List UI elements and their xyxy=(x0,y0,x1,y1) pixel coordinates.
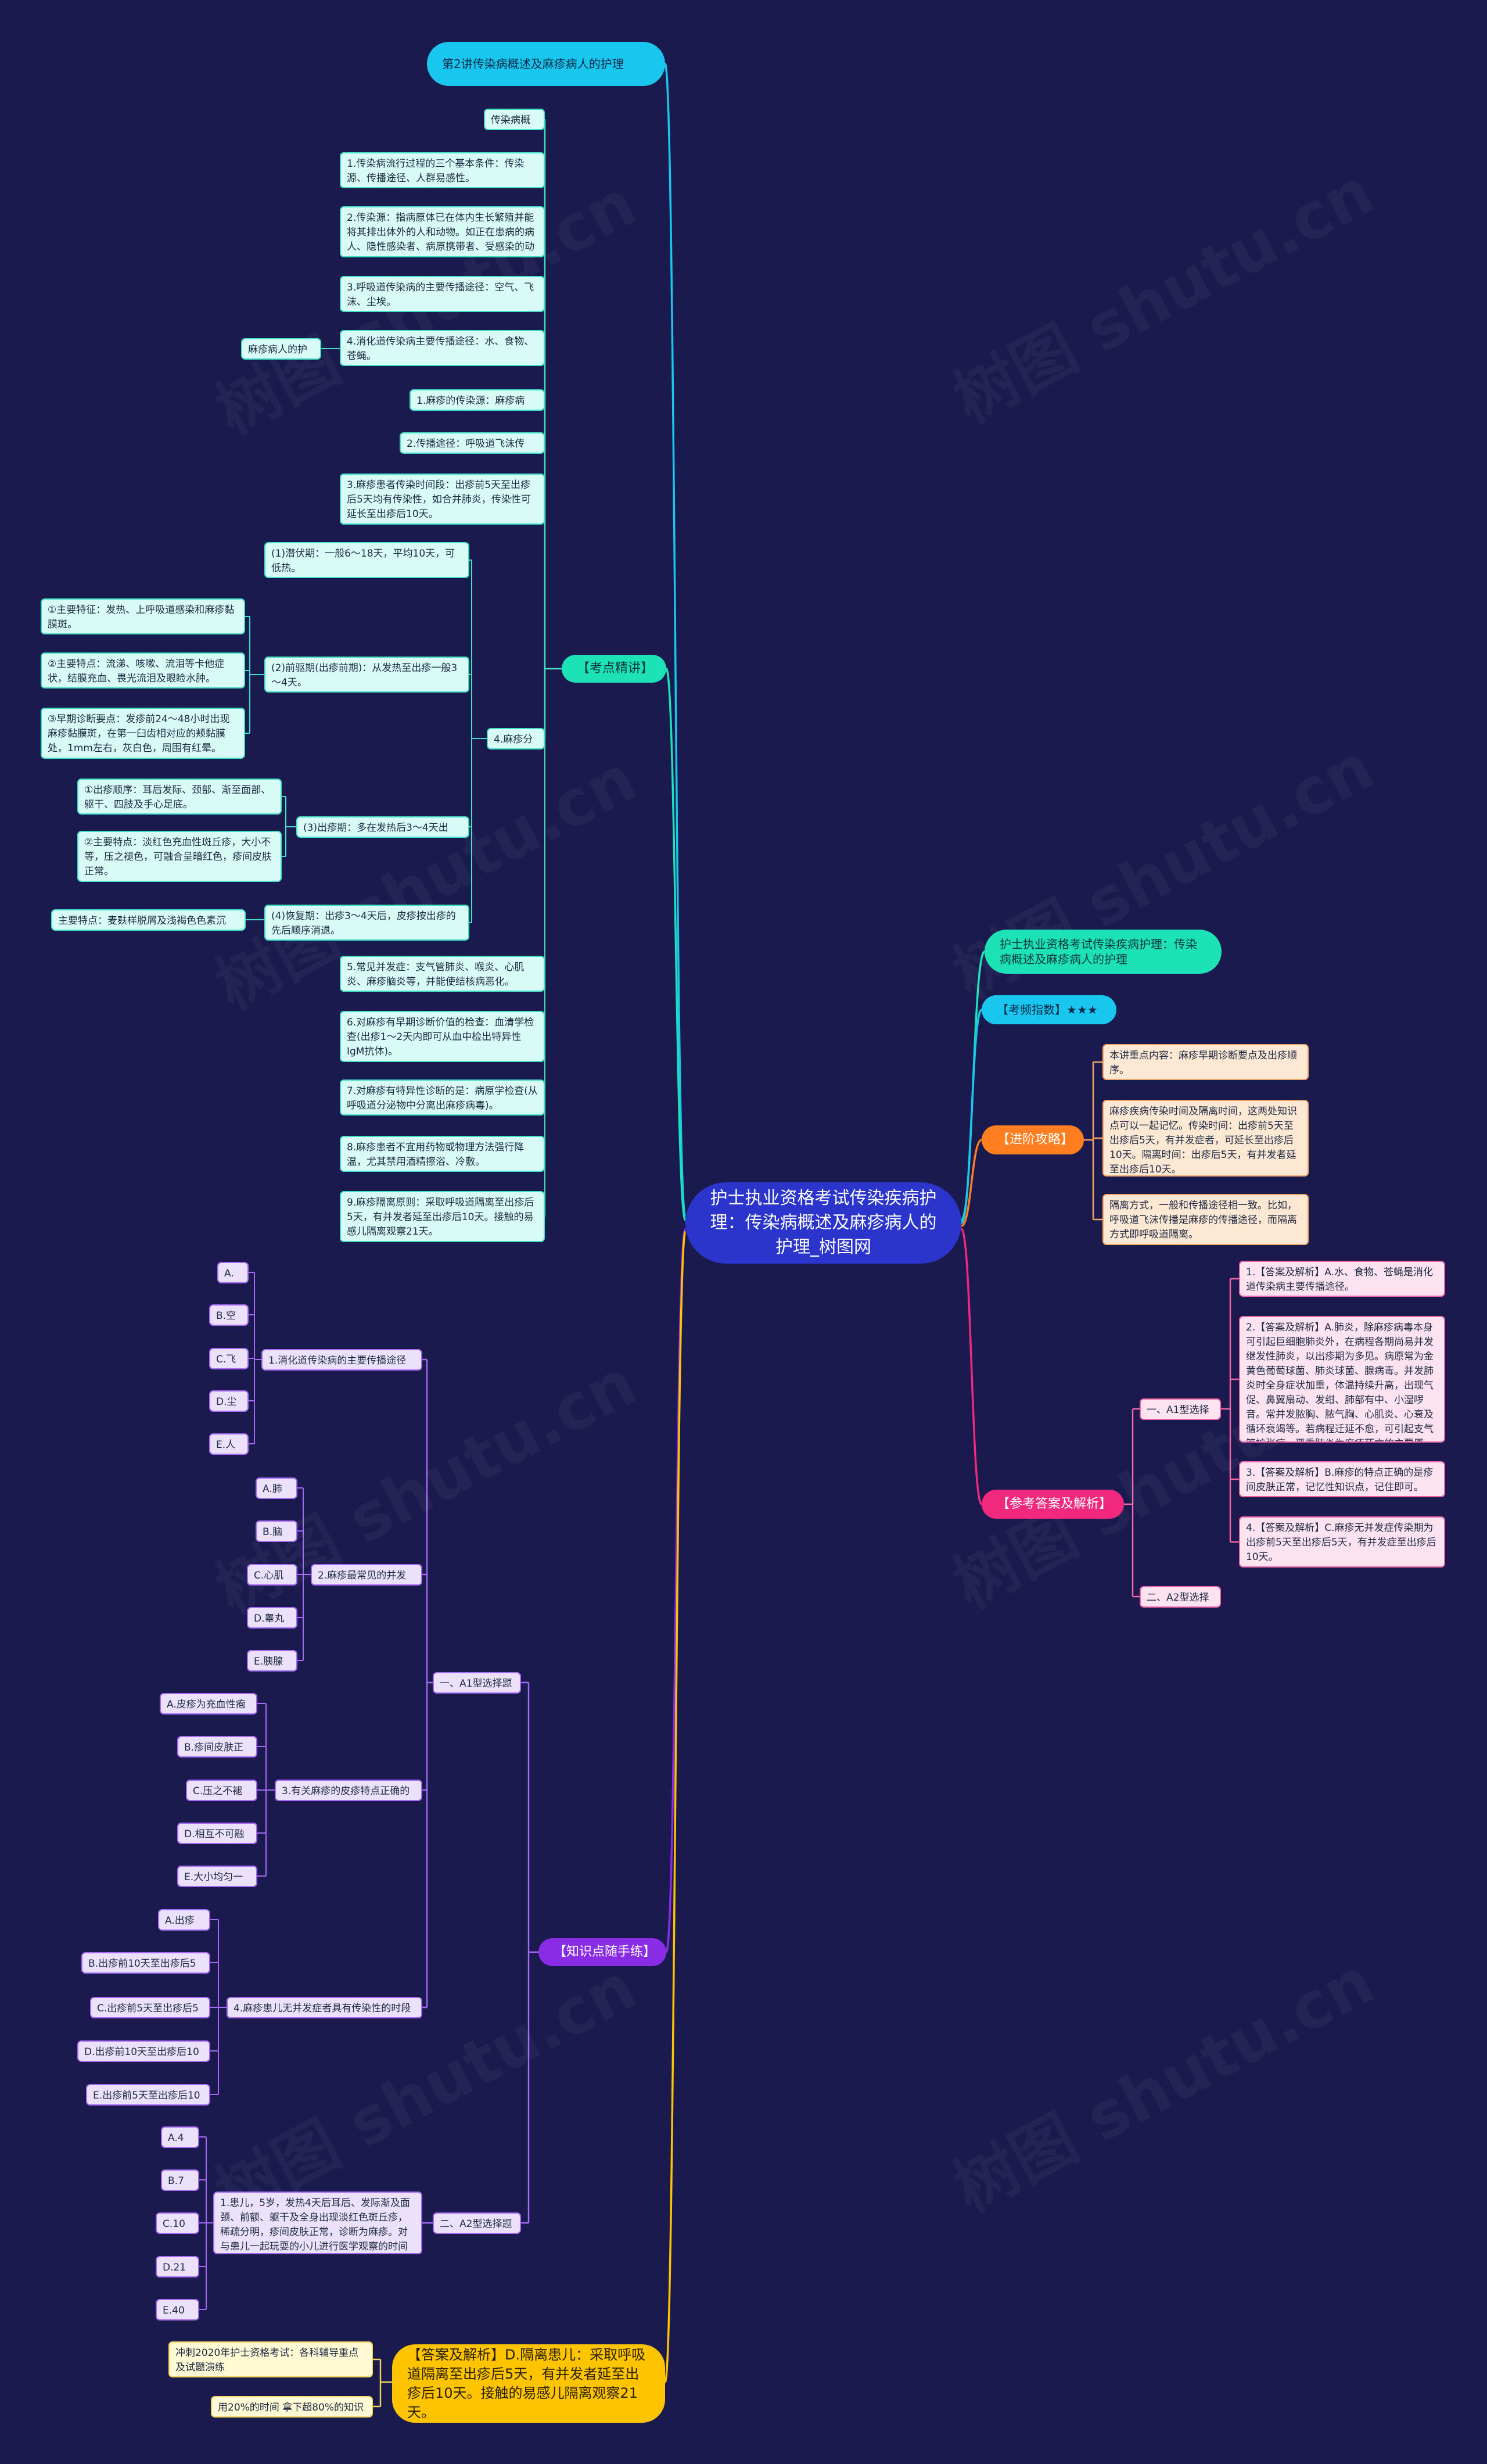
node-rash-detail[interactable]: ②主要特点：淡红色充血性斑丘疹，大小不等，压之褪色，可融合呈暗红色，疹间皮肤正常… xyxy=(77,831,282,882)
node-final-note[interactable]: 冲刺2020年护士资格考试：各科辅导重点及试题演练 xyxy=(168,2341,373,2377)
node-keypoint[interactable]: 6.对麻疹有早期诊断价值的检查：血清学检查(出疹1～2天内即可从血中检出特异性I… xyxy=(340,1011,545,1062)
node-recovery-detail[interactable]: 主要特点：麦麸样脱屑及浅褐色色素沉着。 xyxy=(51,909,246,931)
option-item[interactable]: D.21天 xyxy=(156,2256,199,2278)
option-item[interactable]: B.7天 xyxy=(161,2169,199,2191)
option-item[interactable]: C.出疹前5天至出疹后5天 xyxy=(90,1997,210,2018)
option-item[interactable]: B.脑炎 xyxy=(256,1520,297,1542)
node-keypoint[interactable]: 9.麻疹隔离原则：采取呼吸道隔离至出疹后5天，有并发者延至出疹后10天。接触的易… xyxy=(340,1191,545,1242)
node-overview[interactable]: 传染病概述 xyxy=(484,109,545,130)
node-answer[interactable]: 4.【答案及解析】C.麻疹无并发症传染期为出疹前5天至出疹后5天，有并发症至出疹… xyxy=(1239,1516,1445,1568)
option-item[interactable]: E.大小均匀一致 xyxy=(177,1866,257,1887)
branch-practice[interactable]: 【知识点随手练】 xyxy=(538,1938,666,1966)
option-item[interactable]: A.皮疹为充血性疱疹 xyxy=(160,1693,257,1715)
node-strategy[interactable]: 本讲重点内容：麻疹早期诊断要点及出疹顺序。 xyxy=(1102,1044,1309,1080)
option-item[interactable]: E.胰腺炎 xyxy=(247,1650,297,1672)
node-answers-a2[interactable]: 二、A2型选择题 xyxy=(1140,1586,1221,1608)
central-topic[interactable]: 护士执业资格考试传染疾病护理：传染病概述及麻疹病人的护理_树图网 xyxy=(685,1182,961,1264)
branch-frequency[interactable]: 【考频指数】★★★ xyxy=(982,995,1116,1024)
node-answer[interactable]: 3.【答案及解析】B.麻疹的特点正确的是疹间皮肤正常，记忆性知识点，记住即可。 xyxy=(1239,1461,1445,1497)
branch-answers[interactable]: 【参考答案及解析】 xyxy=(982,1490,1124,1519)
node-keypoint[interactable]: 8.麻疹患者不宜用药物或物理方法强行降温，尤其禁用酒精擦浴、冷敷。 xyxy=(340,1136,545,1172)
node-practice-a1[interactable]: 一、A1型选择题 xyxy=(433,1672,521,1694)
option-item[interactable]: C.飞沫 xyxy=(209,1348,249,1369)
option-item[interactable]: A.4天 xyxy=(161,2126,199,2148)
option-item[interactable]: E.人体 xyxy=(209,1433,249,1455)
option-item[interactable]: A.肺炎 xyxy=(256,1477,297,1499)
node-strategy[interactable]: 隔离方式，一般和传播途径相一致。比如，呼吸道飞沫传播是麻疹的传播途径，而隔离方式… xyxy=(1102,1194,1309,1245)
connector-line xyxy=(665,668,687,1221)
option-item[interactable]: C.10天 xyxy=(156,2212,199,2234)
option-item[interactable]: B.空气 xyxy=(209,1304,249,1326)
branch-strategy[interactable]: 【进阶攻略】 xyxy=(982,1125,1084,1154)
connector-line xyxy=(960,1009,983,1224)
node-keypoint[interactable]: 3.呼吸道传染病的主要传播途径：空气、飞沫、尘埃。 xyxy=(340,276,545,312)
node-question[interactable]: 1.消化道传染病的主要传播途径是 xyxy=(261,1349,422,1371)
option-item[interactable]: D.出疹前10天至出疹后10天 xyxy=(77,2040,210,2062)
node-keypoint[interactable]: 2.传染源：指病原体已在体内生长繁殖并能将其排出体外的人和动物。如正在患病的病人… xyxy=(340,206,545,257)
option-item[interactable]: B.出疹前10天至出疹后5天 xyxy=(81,1952,210,1974)
node-keypoint[interactable]: 3.麻疹患者传染时间段：出疹前5天至出疹后5天均有传染性，如合并肺炎，传染性可延… xyxy=(340,474,545,525)
branch-lecture-title[interactable]: 第2讲传染病概述及麻疹病人的护理 xyxy=(427,42,665,86)
option-item[interactable]: D.睾丸炎 xyxy=(247,1607,297,1629)
node-stage[interactable]: (1)潜伏期：一般6～18天，平均10天，可低热。 xyxy=(264,542,469,578)
branch-final-answer[interactable]: 【答案及解析】D.隔离患儿：采取呼吸道隔离至出疹后5天，有并发者延至出疹后10天… xyxy=(392,2344,665,2423)
option-item[interactable]: B.疹间皮肤正常 xyxy=(177,1736,257,1758)
node-question[interactable]: 1.患儿，5岁，发热4天后耳后、发际渐及面颈、前额、躯干及全身出现淡红色斑丘疹，… xyxy=(213,2192,422,2254)
node-stage[interactable]: (2)前驱期(出疹前期)：从发热至出疹一般3～4天。 xyxy=(264,657,469,693)
node-rash-detail[interactable]: ①出疹顺序：耳后发际、颈部、渐至面部、躯干、四肢及手心足底。 xyxy=(77,779,282,815)
option-item[interactable]: D.尘埃 xyxy=(209,1390,249,1412)
node-practice-a2[interactable]: 二、A2型选择题 xyxy=(433,2212,521,2234)
option-item[interactable]: A.水 xyxy=(217,1262,249,1283)
option-item[interactable]: C.心肌炎 xyxy=(247,1564,297,1586)
node-answer[interactable]: 2.【答案及解析】A.肺炎，除麻疹病毒本身可引起巨细胞肺炎外，在病程各期尚易并发… xyxy=(1239,1316,1445,1443)
branch-keypoints[interactable]: 【考点精讲】 xyxy=(562,655,666,683)
node-question[interactable]: 2.麻疹最常见的并发症 xyxy=(311,1564,422,1586)
node-prodromal-detail[interactable]: ②主要特点：流涕、咳嗽、流泪等卡他症状，结膜充血、畏光流泪及眼睑水肿。 xyxy=(41,652,245,688)
connector-line xyxy=(960,1228,983,1505)
node-keypoint[interactable]: 1.传染病流行过程的三个基本条件：传染源、传播途径、人群易感性。 xyxy=(340,152,545,188)
connector-line xyxy=(961,1139,982,1227)
node-strategy[interactable]: 麻疹疾病传染时间及隔离时间，这两处知识点可以一起记忆。传染时间：出疹前5天至出疹… xyxy=(1102,1100,1309,1177)
option-item[interactable]: C.压之不褪色 xyxy=(186,1780,257,1801)
node-answer[interactable]: 1.【答案及解析】A.水、食物、苍蝇是消化道传染病主要传播途径。 xyxy=(1239,1261,1445,1297)
branch-title2[interactable]: 护士执业资格考试传染疾病护理：传染病概述及麻疹病人的护理 xyxy=(985,930,1222,974)
node-keypoint[interactable]: 1.麻疹的传染源：麻疹病人。 xyxy=(410,389,545,411)
node-prodromal-detail[interactable]: ①主要特征：发热、上呼吸道感染和麻疹黏膜斑。 xyxy=(41,598,245,634)
node-answers-a1[interactable]: 一、A1型选择题 xyxy=(1140,1398,1221,1420)
node-keypoint[interactable]: 2.传播途径：呼吸道飞沫传播。 xyxy=(400,432,545,454)
node-question[interactable]: 3.有关麻疹的皮疹特点正确的是 xyxy=(275,1780,422,1801)
node-keypoint[interactable]: 5.常见并发症：支气管肺炎、喉炎、心肌炎、麻疹脑炎等，并能使结核病恶化。 xyxy=(340,956,545,992)
node-question[interactable]: 4.麻疹患儿无并发症者具有传染性的时段为 xyxy=(227,1997,422,2018)
option-item[interactable]: D.相互不可融合 xyxy=(177,1823,257,1844)
node-measles-stages[interactable]: 4.麻疹分期 xyxy=(487,728,545,749)
option-item[interactable]: E.40天 xyxy=(156,2299,199,2320)
node-measles-care[interactable]: 麻疹病人的护理 xyxy=(241,338,321,360)
option-item[interactable]: A.出疹期 xyxy=(158,1909,210,1931)
node-final-note[interactable]: 用20%的时间 拿下超80%的知识点 xyxy=(211,2396,373,2418)
node-keypoint[interactable]: 7.对麻疹有特异性诊断的是：病原学检查(从呼吸道分泌物中分离出麻疹病毒)。 xyxy=(340,1079,545,1116)
node-keypoint[interactable]: 4.消化道传染病主要传播途径：水、食物、苍蝇。 xyxy=(340,330,545,366)
node-stage[interactable]: (3)出疹期：多在发热后3～4天出疹。 xyxy=(296,816,469,838)
connector-line xyxy=(664,63,687,1218)
node-stage[interactable]: (4)恢复期：出疹3～4天后，皮疹按出疹的先后顺序消退。 xyxy=(264,905,469,941)
option-item[interactable]: E.出疹前5天至出疹后10天 xyxy=(86,2084,210,2106)
connector-line xyxy=(664,1231,687,2383)
node-prodromal-detail[interactable]: ③早期诊断要点：发疹前24～48小时出现麻疹黏膜斑，在第一臼齿相对应的颊黏膜处，… xyxy=(41,708,245,759)
